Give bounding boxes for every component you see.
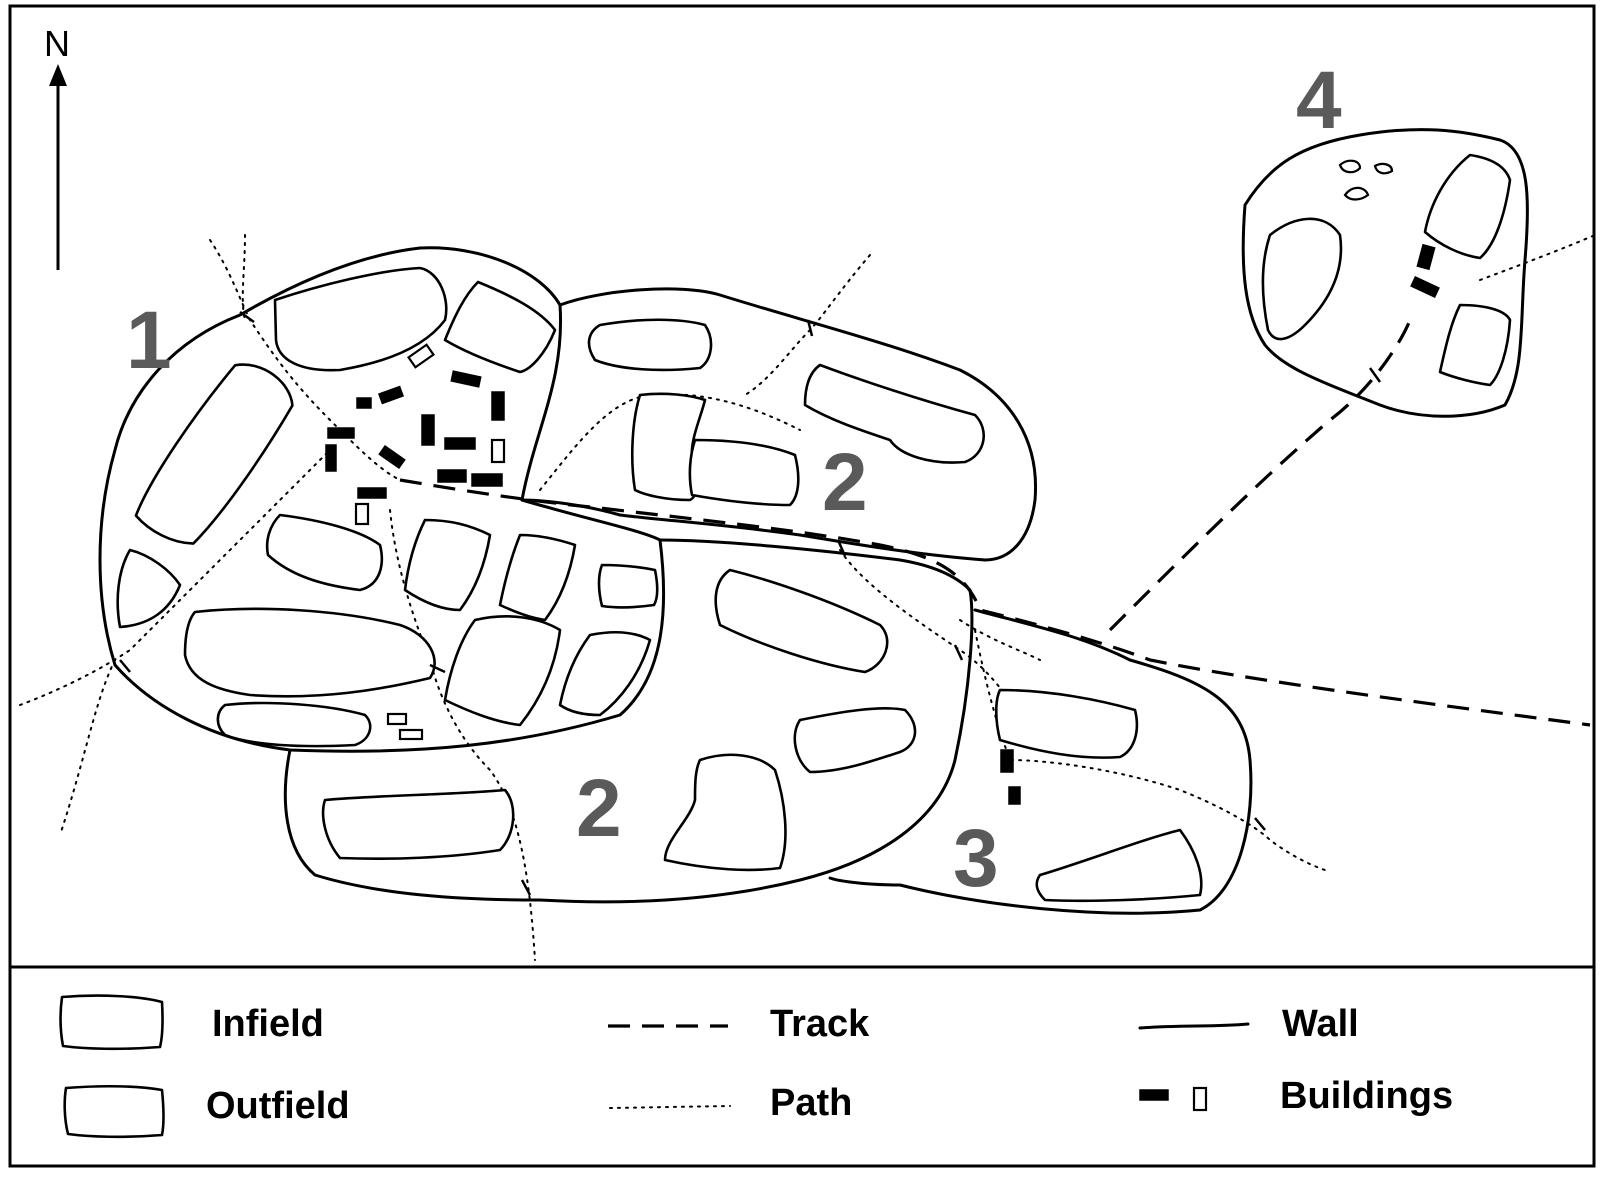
building-solid [1000,749,1014,773]
path-4 [59,659,116,836]
building-open [1338,159,1362,174]
path-9 [959,619,1041,661]
wall-area-2-north [520,287,1038,562]
legend-wall-swatch [1138,1022,1250,1030]
legend-wall: Wall [1138,1003,1359,1045]
legend-infield-label: Infield [212,1003,324,1045]
legend-outfield-swatch [63,1084,165,1139]
legend-infield: Infield [59,994,324,1051]
infield-plot [498,533,577,622]
area-label-2-south: 2 [576,763,622,854]
legend: Infield Outfield Track Path Wall Buildin… [59,994,1453,1139]
building-solid [377,385,405,405]
track-main [399,478,1591,727]
infield-plot [116,548,182,629]
legend-outfield-label: Outfield [206,1085,350,1127]
infield-plot [183,607,436,698]
path-8 [839,549,1031,731]
outfield-plot [803,363,985,464]
building-solid [1416,243,1436,271]
building-solid [1008,786,1021,805]
wall-area-3 [828,608,1253,915]
buildings [325,159,1440,805]
area-label-4: 4 [1296,55,1342,146]
map-frame [8,4,1596,1168]
outfield-plot [587,318,713,372]
building-solid [325,444,337,472]
outfield-plot [1423,153,1512,260]
legend-path: Path [609,1082,852,1124]
infield-plot [403,518,492,612]
building-solid [357,487,387,499]
legend-outfield: Outfield [63,1084,350,1139]
building-open [1373,162,1394,175]
building-solid [471,473,503,487]
infield-plot [273,266,448,372]
legend-path-swatch [609,1105,731,1109]
building-open [407,343,435,369]
legend-building-open-swatch [1192,1086,1208,1112]
path-7 [744,254,871,396]
legend-path-label: Path [770,1082,852,1124]
building-solid [327,427,355,439]
outfield-plot [793,707,917,774]
infield-plot [597,563,659,609]
legend-buildings: Buildings [1139,1075,1453,1117]
path-11 [1479,234,1596,281]
outfield-plot [1261,217,1343,341]
wall-area-2-south [283,538,974,904]
path-3 [19,449,331,706]
outfield-plot [1438,303,1512,387]
building-open [398,728,424,741]
infield-plot [558,630,652,717]
legend-buildings-label: Buildings [1280,1075,1453,1117]
building-solid [444,437,476,450]
building-solid [356,397,372,409]
legend-track: Track [608,1003,870,1045]
legend-wall-label: Wall [1282,1003,1359,1045]
outfield-plot [321,788,515,861]
gates [119,310,1382,896]
wall-area-1 [98,246,666,753]
legend-building-solid-swatch [1139,1089,1169,1101]
area-label-1: 1 [126,295,172,386]
legend-infield-swatch [59,994,164,1051]
outfield-plot [663,753,787,872]
building-open [490,438,506,464]
building-solid [450,370,482,388]
outfields [321,153,1512,903]
wall-area-4 [1241,128,1529,418]
area-label-3: 3 [953,813,999,904]
infield-plot [134,363,294,545]
infield-plot [216,701,372,748]
track-branch-north-east [1108,319,1412,632]
outfield-plot [714,568,889,674]
building-solid [421,414,435,446]
legend-track-label: Track [770,1003,870,1045]
building-open [354,502,370,526]
north-label: N [44,23,70,64]
outfield-plot [994,688,1139,759]
outfield-plot [688,438,800,507]
infield-plot [265,513,384,592]
outfield-plot [1035,828,1203,903]
infields [116,266,659,748]
path-2 [241,234,246,321]
area-label-2-north: 2 [822,437,868,528]
path-1 [209,239,401,481]
infield-plot [443,280,557,374]
infield-plot [443,615,562,727]
north-arrow: N [44,23,70,270]
building-solid [378,444,406,470]
building-solid [491,391,505,421]
building-solid [1410,275,1440,299]
building-open [386,712,408,726]
building-solid [437,469,467,483]
building-open [1343,186,1370,201]
